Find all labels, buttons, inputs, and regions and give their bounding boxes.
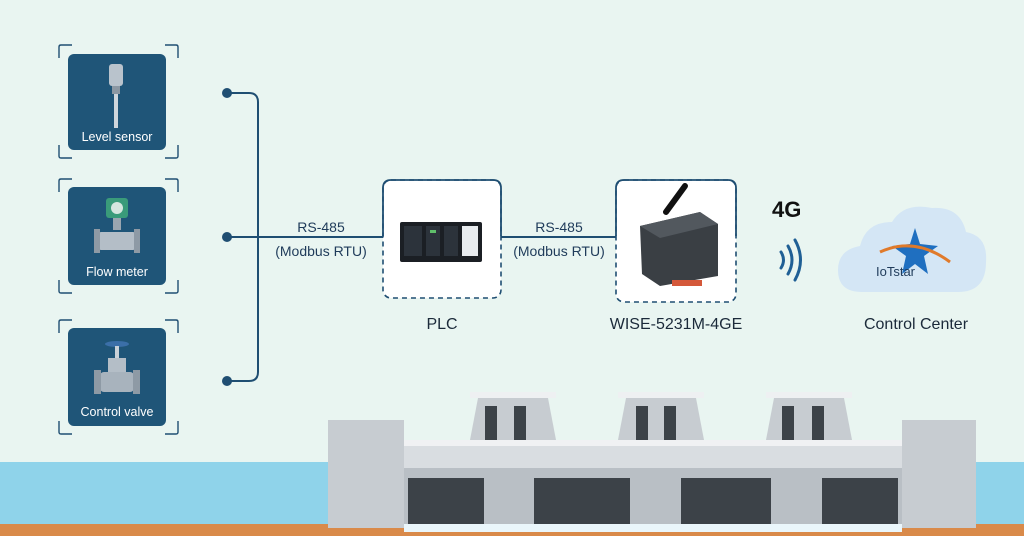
sensor-label-level: Level sensor — [81, 130, 153, 144]
wise-gateway-icon — [640, 183, 718, 286]
wireless-label: 4G — [772, 197, 802, 222]
link-label-wise-line2: (Modbus RTU) — [513, 243, 605, 259]
cloud-icon — [838, 206, 987, 292]
field-bus-connector — [227, 92, 383, 382]
link-label-field-line1: RS-485 — [297, 219, 345, 235]
sensor-card-level — [58, 44, 179, 159]
level-sensor-icon — [109, 64, 123, 128]
control-center-label: Control Center — [863, 316, 969, 333]
plc-device-icon — [400, 222, 482, 262]
plc-label: PLC — [426, 316, 458, 333]
flow-meter-icon — [94, 198, 140, 253]
sensor-label-flow: Flow meter — [86, 265, 148, 279]
link-label-wise-line1: RS-485 — [535, 219, 583, 235]
link-label-field-line2: (Modbus RTU) — [275, 243, 367, 259]
connector-dot — [222, 232, 232, 242]
cloud-logo-text: IoTstar — [876, 264, 916, 279]
sensor-label-valve: Control valve — [80, 405, 154, 419]
wise-label: WISE-5231M-4GE — [609, 316, 743, 333]
plc-box — [382, 179, 502, 299]
signal-waves-icon — [779, 238, 802, 282]
sensor-card-flow — [58, 178, 179, 294]
control-valve-icon — [94, 341, 140, 394]
wise-box — [615, 179, 737, 303]
connector-dot — [222, 376, 232, 386]
sensor-card-valve — [58, 319, 179, 435]
dam-structure — [328, 392, 976, 532]
connector-dot — [222, 88, 232, 98]
